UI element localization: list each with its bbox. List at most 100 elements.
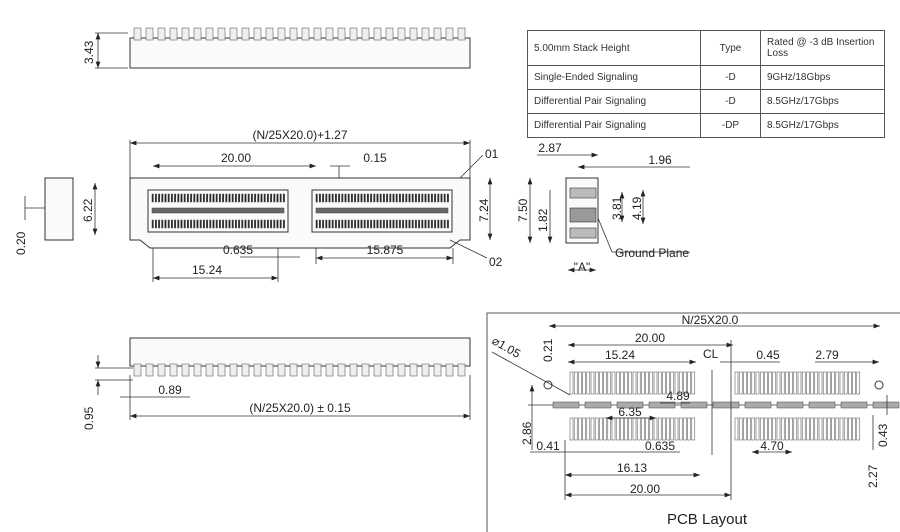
dim-20: 20.00: [221, 151, 251, 165]
comb-tooth: [157, 363, 166, 377]
pin: [234, 193, 237, 203]
pcb-dim-1613: 16.13: [617, 461, 647, 475]
pcb-pad: [852, 371, 856, 395]
view-a-label: "A": [574, 260, 591, 274]
pcb-dim-041: 0.41: [536, 439, 560, 453]
pin: [443, 193, 446, 203]
pin: [279, 219, 282, 229]
pin: [344, 193, 347, 203]
pin: [315, 193, 318, 203]
pcb-ground-pad: [840, 401, 868, 409]
pcb-pad: [691, 417, 696, 441]
pcb-frame: [486, 312, 900, 532]
pin: [418, 219, 421, 229]
pcb-pad: [848, 371, 852, 395]
comb-tooth: [229, 27, 238, 41]
pcb-pad: [624, 417, 628, 441]
pin: [350, 219, 353, 229]
pcb-dim-279: 2.79: [815, 348, 839, 362]
connector-end-view: [44, 177, 74, 241]
pin: [350, 193, 353, 203]
pin: [174, 219, 177, 229]
pcb-pad: [747, 417, 751, 441]
dim-182: 1.82: [536, 208, 550, 232]
pin: [183, 219, 186, 229]
dim-724: 7.24: [477, 198, 491, 222]
top-teeth: [133, 27, 466, 41]
pcb-dim-470: 4.70: [760, 439, 784, 453]
pcb-dim-1524: 15.24: [605, 348, 635, 362]
pcb-pad: [586, 417, 591, 441]
pin: [363, 193, 366, 203]
pin: [247, 193, 250, 203]
pin: [151, 193, 154, 203]
pin: [247, 219, 250, 229]
pin: [167, 193, 170, 203]
spec-table: 5.00mm Stack Height Type Rated @ -3 dB I…: [527, 30, 885, 138]
pin: [234, 219, 237, 229]
pcb-pad: [822, 417, 827, 441]
pin: [196, 193, 199, 203]
side-view: 2.87 1.96 7.50 1.82 3.81 4.19 Ground Pla…: [516, 141, 690, 274]
pin: [402, 193, 405, 203]
comb-tooth: [205, 27, 214, 41]
pin: [357, 219, 360, 229]
pcb-pad: [645, 417, 649, 441]
callout-02: 02: [489, 255, 503, 269]
pin: [183, 193, 186, 203]
pcb-pad: [827, 417, 831, 441]
pcb-pad: [662, 417, 666, 441]
pcb-pad: [764, 371, 768, 395]
pcb-pad: [827, 371, 831, 395]
pcb-pad: [620, 371, 624, 395]
pcb-ground-pad: [616, 401, 644, 409]
pin: [270, 193, 273, 203]
pin: [411, 193, 414, 203]
comb-tooth: [157, 27, 166, 41]
comb-tooth: [373, 27, 382, 41]
pcb-dim-227: 2.27: [866, 464, 880, 488]
pin: [328, 219, 331, 229]
pin: [260, 193, 263, 203]
pin: [360, 193, 363, 203]
dim-622: 6.22: [81, 198, 95, 222]
pin: [225, 193, 228, 203]
comb-tooth: [289, 27, 298, 41]
pin: [241, 193, 244, 203]
pin: [282, 193, 285, 203]
comb-tooth: [169, 363, 178, 377]
pin: [347, 219, 350, 229]
ground-plane-label: Ground Plane: [615, 246, 689, 260]
pcb-pad: [674, 371, 679, 395]
pin: [376, 219, 379, 229]
pcb-pad: [768, 371, 772, 395]
pin: [405, 193, 408, 203]
pcb-pad: [573, 417, 578, 441]
comb-tooth: [433, 363, 442, 377]
comb-tooth: [241, 27, 250, 41]
pin: [334, 193, 337, 203]
pcb-pad: [797, 371, 802, 395]
pin: [408, 193, 411, 203]
front-view: (N/25X20.0)+1.27 20.00 0.15 01 02 7.24 6…: [14, 128, 503, 282]
pin: [254, 219, 257, 229]
pin: [215, 219, 218, 229]
pin: [338, 193, 341, 203]
pin: [398, 193, 401, 203]
pcb-pad: [569, 371, 574, 395]
pcb-ground-pad: [744, 401, 772, 409]
pcb-pad: [810, 371, 814, 395]
pin: [177, 193, 180, 203]
pin: [437, 219, 440, 229]
pcb-pad: [768, 417, 772, 441]
pcb-dim-021: 0.21: [541, 338, 555, 362]
pcb-pad: [653, 371, 658, 395]
pcb-pad: [683, 417, 687, 441]
pin: [392, 193, 395, 203]
pcb-pad: [674, 417, 679, 441]
pin: [366, 193, 369, 203]
pcb-pad: [814, 417, 819, 441]
pcb-pad: [636, 417, 641, 441]
pin: [174, 193, 177, 203]
pcb-ground-pad: [584, 401, 612, 409]
